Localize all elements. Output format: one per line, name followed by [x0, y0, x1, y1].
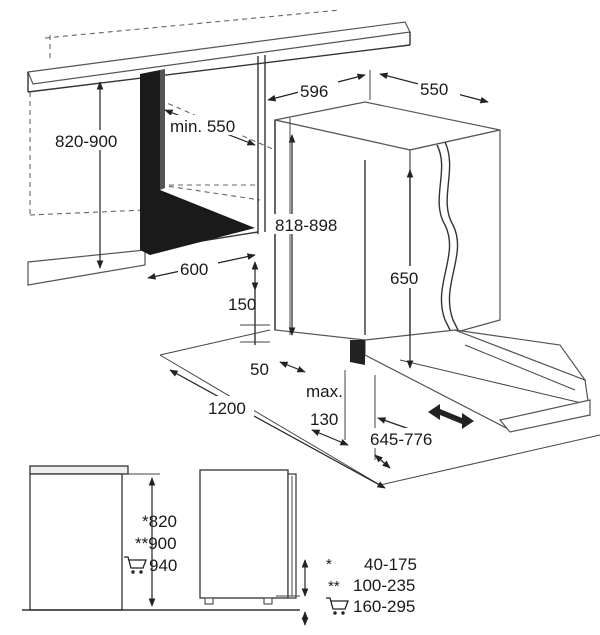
legend-value-3: 160-295 [353, 597, 415, 616]
max-value: 130 [310, 410, 338, 429]
slide-direction-arrow [428, 404, 474, 429]
appliance-height-label: 818-898 [275, 216, 337, 235]
cart-icon [124, 556, 147, 574]
niche-width-label: 600 [180, 260, 208, 279]
panel-range-label: 645-776 [370, 430, 432, 449]
legend-mark-2: ** [328, 578, 340, 595]
plinth-height-label: 150 [228, 295, 256, 314]
max-label: max. [306, 382, 343, 401]
side-height-3: 940 [149, 556, 177, 575]
kitchen-niche [27, 9, 411, 286]
side-height-2: **900 [135, 534, 177, 553]
plinth-gap-label: 50 [250, 360, 269, 379]
appliance-depth-label: 550 [420, 80, 448, 99]
niche-depth-label: min. 550 [170, 117, 235, 136]
legend-value-1: 40-175 [364, 555, 417, 574]
side-view-cabinet [22, 465, 300, 611]
niche-side-panel [140, 70, 255, 255]
door-height-label: 650 [390, 269, 418, 288]
legend-mark-1: * [326, 556, 332, 573]
open-door-depth-label: 1200 [208, 399, 246, 418]
side-view-appliance [199, 469, 300, 605]
appliance-width-label: 596 [300, 82, 328, 101]
cart-icon [326, 597, 349, 615]
cabinet-height-label: 820-900 [55, 132, 117, 151]
legend-value-2: 100-235 [353, 576, 415, 595]
side-height-1: *820 [142, 512, 177, 531]
